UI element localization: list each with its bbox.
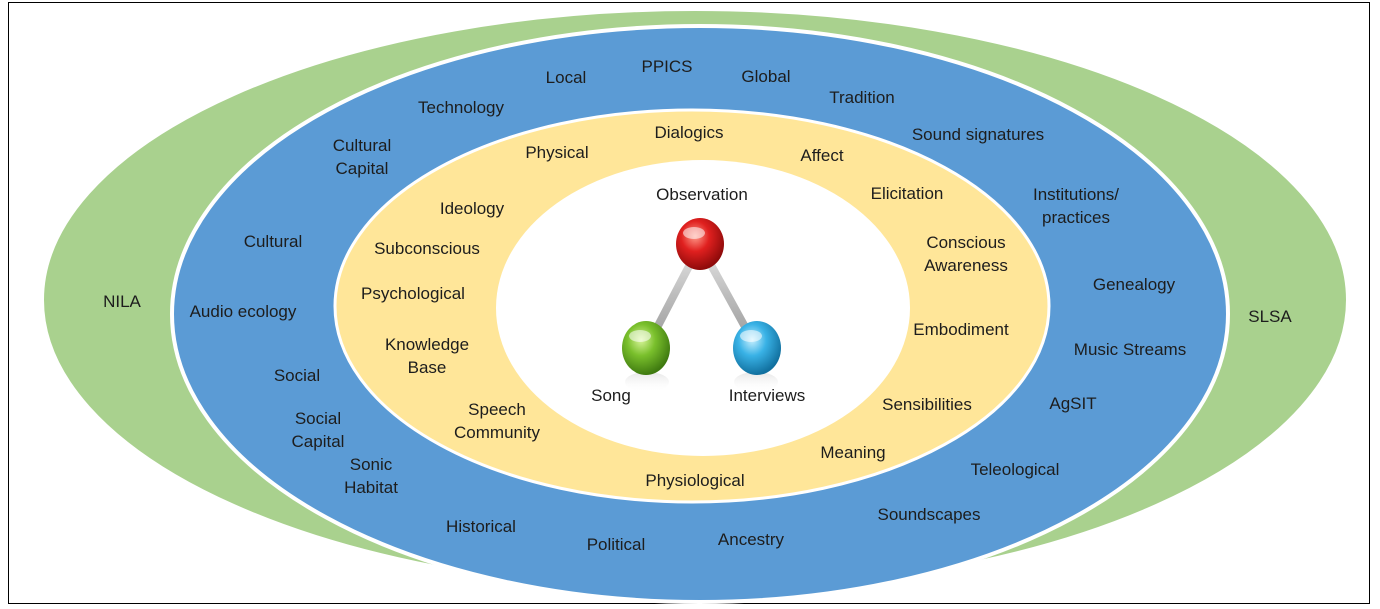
label-observation: Observation xyxy=(656,185,748,204)
label-tradition: Tradition xyxy=(829,88,895,107)
label-physiological: Physiological xyxy=(645,471,744,490)
observation-node xyxy=(676,218,724,270)
label-social: Social xyxy=(274,366,320,385)
label-ideology: Ideology xyxy=(440,199,505,218)
label-soundscapes: Soundscapes xyxy=(877,505,980,524)
label-slsa: SLSA xyxy=(1248,307,1292,326)
label-global: Global xyxy=(741,67,790,86)
label-agsit: AgSIT xyxy=(1049,394,1096,413)
node-highlight xyxy=(740,330,762,342)
blue-ring-labels: Local PPICS Global Technology Tradition … xyxy=(190,57,1187,554)
yellow-ring-labels: Dialogics Physical Affect Elicitation Id… xyxy=(361,123,1009,490)
label-ppics: PPICS xyxy=(641,57,692,76)
label-elicitation: Elicitation xyxy=(871,184,944,203)
label-affect: Affect xyxy=(800,146,843,165)
label-sensibilities: Sensibilities xyxy=(882,395,972,414)
label-nila: NILA xyxy=(103,292,141,311)
label-local: Local xyxy=(546,68,587,87)
label-audio-ecology: Audio ecology xyxy=(190,302,297,321)
label-institutions-practices: Institutions/practices xyxy=(1033,185,1119,227)
label-embodiment: Embodiment xyxy=(913,320,1009,339)
interviews-node xyxy=(733,321,781,375)
label-technology: Technology xyxy=(418,98,505,117)
reflection xyxy=(734,372,778,392)
label-genealogy: Genealogy xyxy=(1093,275,1176,294)
label-subconscious: Subconscious xyxy=(374,239,480,258)
label-political: Political xyxy=(587,535,646,554)
label-cultural: Cultural xyxy=(244,232,303,251)
label-meaning: Meaning xyxy=(820,443,885,462)
label-interviews: Interviews xyxy=(729,386,806,405)
label-psychological: Psychological xyxy=(361,284,465,303)
node-highlight xyxy=(629,330,651,342)
label-dialogics: Dialogics xyxy=(655,123,724,142)
label-sound-signatures: Sound signatures xyxy=(912,125,1044,144)
label-historical: Historical xyxy=(446,517,516,536)
label-music-streams: Music Streams xyxy=(1074,340,1186,359)
label-physical: Physical xyxy=(525,143,588,162)
label-teleological: Teleological xyxy=(971,460,1060,479)
label-ancestry: Ancestry xyxy=(718,530,785,549)
reflection xyxy=(625,372,669,392)
center-ellipse xyxy=(496,160,910,456)
song-node xyxy=(622,321,670,375)
node-highlight xyxy=(683,227,705,239)
label-song: Song xyxy=(591,386,631,405)
